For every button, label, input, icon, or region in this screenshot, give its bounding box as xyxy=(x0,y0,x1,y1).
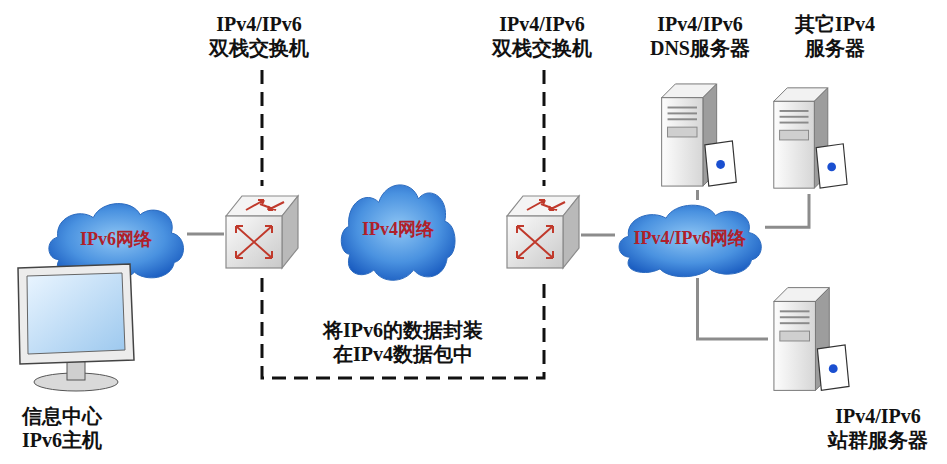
server-slots xyxy=(780,111,809,123)
server-front xyxy=(662,98,703,186)
status-dot xyxy=(716,160,725,169)
network-cloud: IPv4/IPv6网络 xyxy=(615,200,765,278)
dual-stack-switch: IPv4/IPv6 双栈交换机 xyxy=(505,192,581,270)
status-dot xyxy=(829,364,838,373)
network-label: IPv6网络 xyxy=(80,229,152,251)
network-link xyxy=(581,234,615,237)
device-label: IPv4/IPv6 双栈交换机 xyxy=(189,12,329,61)
server-bay xyxy=(780,130,809,140)
device-label: IPv4/IPv6 站群服务器 xyxy=(818,404,938,453)
device-label: 信息中心 IPv6主机 xyxy=(7,404,117,453)
dashed-line xyxy=(261,70,264,186)
cloud-outline xyxy=(341,185,455,280)
switch-arrows xyxy=(236,200,284,258)
server-front xyxy=(774,301,816,390)
server-front xyxy=(774,101,815,188)
dual-stack-switch: IPv4/IPv6 双栈交换机 xyxy=(224,192,300,270)
server-icon: IPv4/IPv6 DNS服务器 xyxy=(655,80,740,190)
device-label: IPv4/IPv6 DNS服务器 xyxy=(630,12,770,61)
dual-stack-switch-shape xyxy=(224,192,300,270)
status-dot xyxy=(827,163,836,172)
cloud-outline xyxy=(619,205,761,277)
host-computer-shape xyxy=(12,262,142,394)
dashed-bracket xyxy=(262,278,544,378)
monitor-bezel xyxy=(18,264,134,364)
server-icon: 其它IPv4 服务器 xyxy=(768,82,850,194)
device-label: IPv4/IPv6 双栈交换机 xyxy=(472,12,612,61)
server-card xyxy=(816,144,847,188)
network-link xyxy=(765,194,809,227)
network-cloud: IPv4网络 xyxy=(338,178,458,282)
server-bay xyxy=(668,127,697,137)
server-icon-shape xyxy=(768,82,850,194)
switch-front xyxy=(507,216,563,268)
server-card xyxy=(705,141,736,186)
tunnel-note: 将IPv6的数据封装 在IPv4数据包中 xyxy=(303,318,503,367)
host-computer: 信息中心 IPv6主机 xyxy=(12,262,142,394)
network-link xyxy=(696,190,699,200)
server-icon: IPv4/IPv6 站群服务器 xyxy=(768,283,852,395)
network-label: IPv4网络 xyxy=(362,219,434,241)
monitor-screen xyxy=(27,273,125,354)
switch-side xyxy=(563,196,579,268)
server-bay xyxy=(780,331,810,341)
server-icon-shape xyxy=(655,80,740,190)
switch-arrows xyxy=(517,200,565,258)
server-card xyxy=(817,345,849,390)
network-link xyxy=(698,278,769,339)
server-slots xyxy=(780,311,810,323)
server-slots xyxy=(668,108,697,120)
server-icon-shape xyxy=(768,283,852,395)
network-label: IPv4/IPv6网络 xyxy=(633,228,746,250)
switch-side xyxy=(282,196,298,268)
dashed-line xyxy=(543,70,546,186)
device-label: 其它IPv4 服务器 xyxy=(780,12,890,61)
dual-stack-switch-shape xyxy=(505,192,581,270)
network-link xyxy=(187,233,224,236)
switch-front xyxy=(226,216,282,268)
